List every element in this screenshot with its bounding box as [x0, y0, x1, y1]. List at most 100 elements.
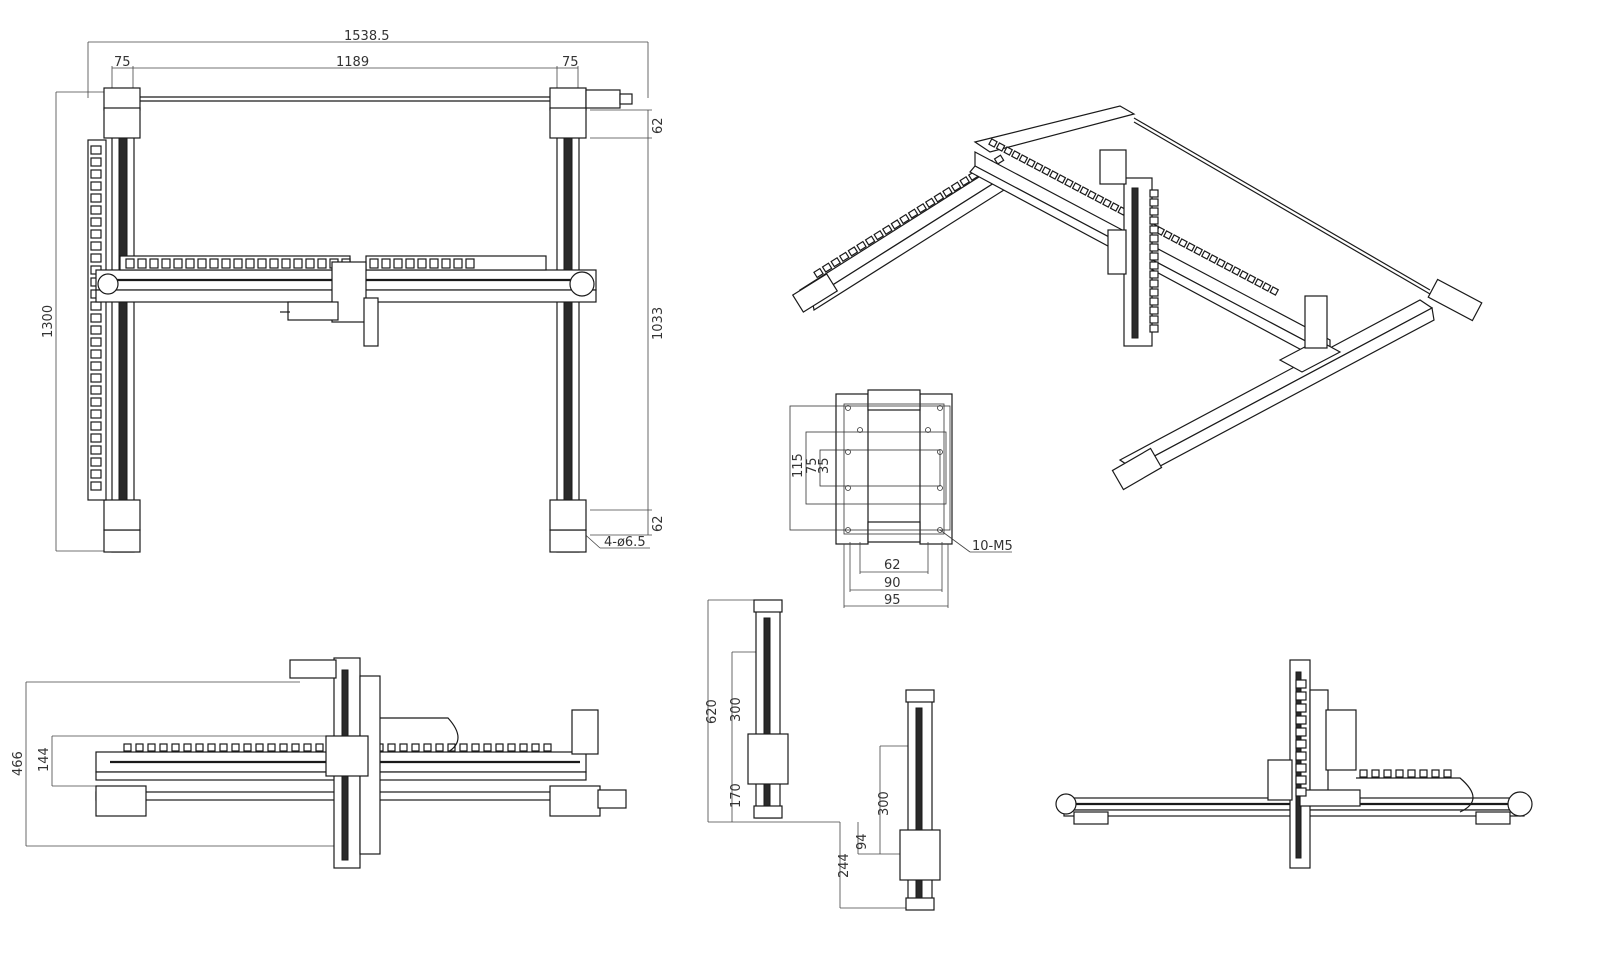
chain-link	[135, 743, 144, 752]
chain-link	[933, 192, 945, 203]
chain-link	[90, 421, 102, 431]
dim-z-lower-length: 244	[837, 853, 852, 878]
chain-link	[864, 235, 876, 246]
chain-link	[1407, 769, 1416, 778]
chain-link	[147, 743, 156, 752]
chain-link	[161, 258, 171, 269]
dim-left-offset: 75	[114, 55, 131, 70]
chain-link	[924, 197, 936, 209]
chain-link	[255, 743, 264, 752]
chain-link	[137, 258, 147, 269]
chain-link	[171, 743, 180, 752]
dim-z-lower-offset: 94	[855, 833, 870, 850]
chain-link	[1419, 769, 1428, 778]
chain-link	[243, 743, 252, 752]
chain-link	[531, 743, 540, 752]
side-view	[1055, 659, 1533, 869]
chain-link	[90, 217, 102, 227]
chain-link	[1149, 288, 1159, 297]
x-beam	[95, 255, 597, 347]
chain-link	[90, 361, 102, 371]
chain-link	[1295, 703, 1307, 713]
chain-link	[257, 258, 267, 269]
chain-link	[838, 251, 850, 263]
chain-link	[279, 743, 288, 752]
chain-link	[90, 469, 102, 479]
chain-link	[1109, 202, 1120, 212]
chain-link	[195, 743, 204, 752]
dim-z-upper-base: 170	[729, 783, 744, 808]
right-rail	[549, 87, 633, 553]
chain-link	[231, 743, 240, 752]
chain-link	[393, 258, 403, 269]
chain-link	[90, 349, 102, 359]
chain-link	[1238, 270, 1249, 280]
chain-link	[988, 138, 998, 148]
chain-link	[221, 258, 231, 269]
chain-link	[1018, 154, 1029, 164]
chain-link	[387, 743, 396, 752]
chain-link	[1269, 286, 1280, 296]
chain-link	[1094, 194, 1105, 204]
chain-link	[90, 301, 102, 311]
chain-link	[90, 409, 102, 419]
chain-link	[233, 258, 243, 269]
chain-link	[90, 157, 102, 167]
chain-link	[173, 258, 183, 269]
chain-link	[881, 224, 893, 236]
chain-link	[267, 743, 276, 752]
chain-link	[90, 229, 102, 239]
chain-link	[423, 743, 432, 752]
chain-link	[90, 445, 102, 455]
chain-link	[381, 258, 391, 269]
chain-link	[90, 193, 102, 203]
chain-link	[1395, 769, 1404, 778]
chain-link	[90, 145, 102, 155]
chain-link	[1149, 207, 1159, 216]
chain-link	[90, 241, 102, 251]
chain-link	[1295, 763, 1307, 773]
isometric-view	[791, 105, 1483, 491]
chain-link	[399, 743, 408, 752]
chain-link	[1010, 150, 1021, 160]
chain-link	[183, 743, 192, 752]
chain-link	[90, 205, 102, 215]
dim-overall-width: 1538.5	[344, 29, 390, 44]
chain-link	[1295, 787, 1307, 797]
chain-link	[1295, 691, 1307, 701]
chain-link	[1149, 243, 1159, 252]
chain-link	[1064, 178, 1074, 188]
chain-link	[1185, 242, 1196, 252]
chain-link	[1295, 727, 1307, 737]
chain-link	[1149, 198, 1159, 207]
chain-link	[1162, 230, 1173, 240]
chain-link	[90, 373, 102, 383]
chain-link	[890, 219, 902, 230]
chain-link	[209, 258, 219, 269]
chain-link	[1261, 282, 1272, 292]
chain-link	[159, 743, 168, 752]
chain-link	[1102, 198, 1112, 208]
top-dimensions: 1538.5 75 1189 75 1300 62 1033 62	[41, 29, 666, 552]
chain-link	[435, 743, 444, 752]
front-view: 466 144	[11, 657, 627, 869]
chain-link	[995, 142, 1006, 152]
chain-link	[90, 253, 102, 263]
dim-plate-width-outer: 95	[884, 593, 901, 608]
chain-link	[1443, 769, 1452, 778]
chain-link	[1295, 715, 1307, 725]
chain-link	[90, 385, 102, 395]
chain-link	[149, 258, 159, 269]
chain-link	[465, 258, 475, 269]
iso-z-cable-chain	[1149, 189, 1159, 333]
chain-link	[495, 743, 504, 752]
chain-link	[1178, 238, 1188, 248]
chain-link	[1149, 306, 1159, 315]
dim-z-upper-stroke: 300	[729, 697, 744, 722]
chain-link	[453, 258, 463, 269]
chain-link	[873, 229, 885, 241]
chain-link	[281, 258, 291, 269]
chain-link	[1149, 297, 1159, 306]
chain-link	[1170, 234, 1181, 244]
chain-link	[90, 181, 102, 191]
